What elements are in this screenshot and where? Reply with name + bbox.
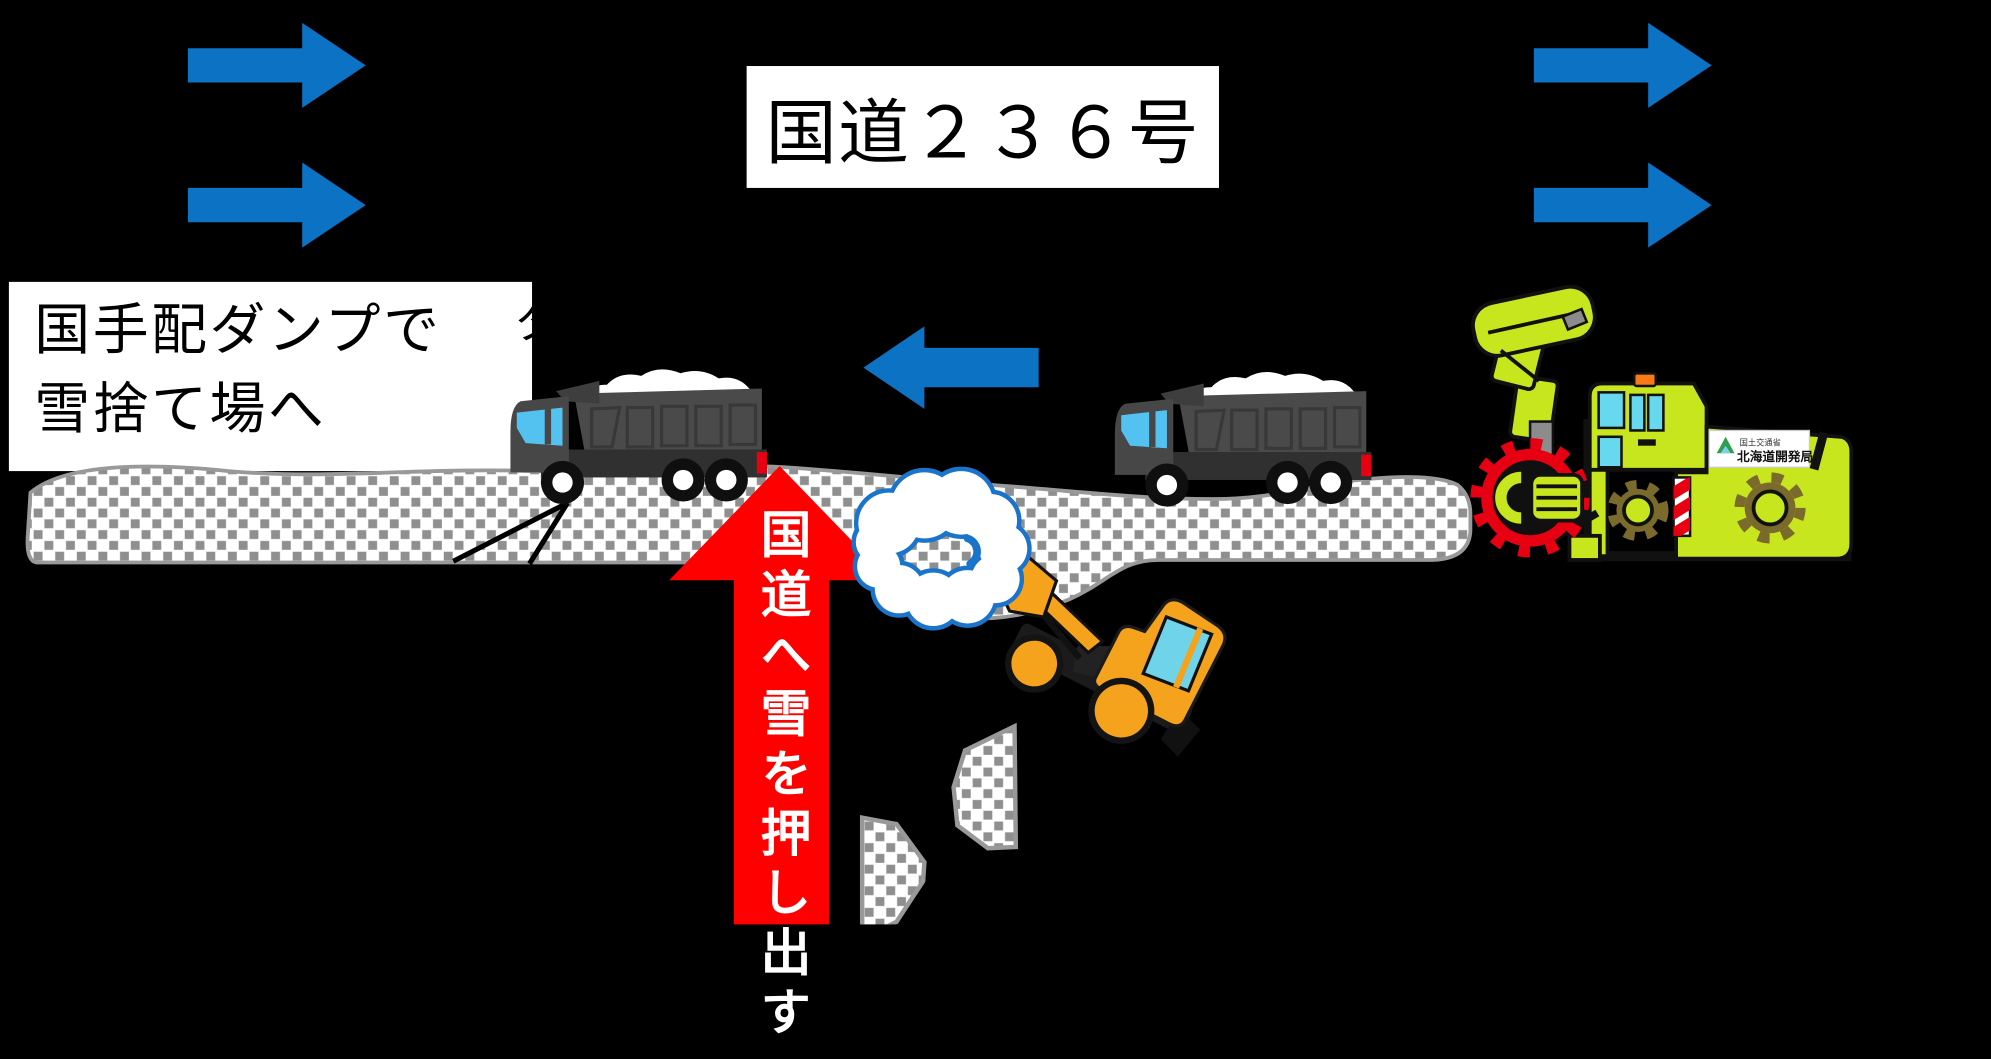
road-sign: 国道２３６号 (746, 66, 1219, 188)
blower-logo-line1: 国土交通省 (1740, 438, 1781, 448)
safety-pole-icon (1672, 476, 1692, 538)
dump-note-clipped-char: タ (514, 290, 532, 355)
push-arrow-label: 国道へ雪を押し出す (752, 507, 809, 1045)
snow-patch-lower (859, 815, 927, 925)
logo-mountain-icon (1716, 436, 1735, 454)
dump-truck-middle (1113, 370, 1373, 509)
left-arrow-icon (863, 326, 1039, 409)
dump-note: 国手配ダンプで 雪捨て場へ タ (8, 281, 533, 472)
dump-note-line1: 国手配ダンプで (34, 299, 442, 362)
right-arrow-icon (1533, 162, 1712, 248)
diagram-stage: 国手配ダンプで 雪捨て場へ タ (8, 22, 1854, 1045)
dump-note-line2: 雪捨て場へ (34, 378, 327, 442)
right-arrow-icon (187, 22, 366, 108)
blower-logo: 国土交通省 北海道開発局 (1708, 429, 1813, 468)
snow-patch-upper (951, 722, 1019, 851)
leader-lines (452, 500, 570, 566)
blower-logo-line2: 北海道開発局 (1737, 449, 1813, 464)
up-arrow-icon (669, 466, 891, 925)
diagram-art: 国土交通省 北海道開発局 (25, 22, 1854, 925)
beacon-light-icon (1632, 372, 1658, 388)
rotary-snow-blower: 国土交通省 北海道開発局 (1470, 284, 1854, 562)
snow-cloud (851, 466, 1032, 631)
right-arrow-icon (1533, 22, 1712, 108)
right-arrow-icon (187, 162, 366, 248)
road-sign-label: 国道２３６号 (765, 92, 1200, 173)
wheel-loader (991, 543, 1227, 757)
